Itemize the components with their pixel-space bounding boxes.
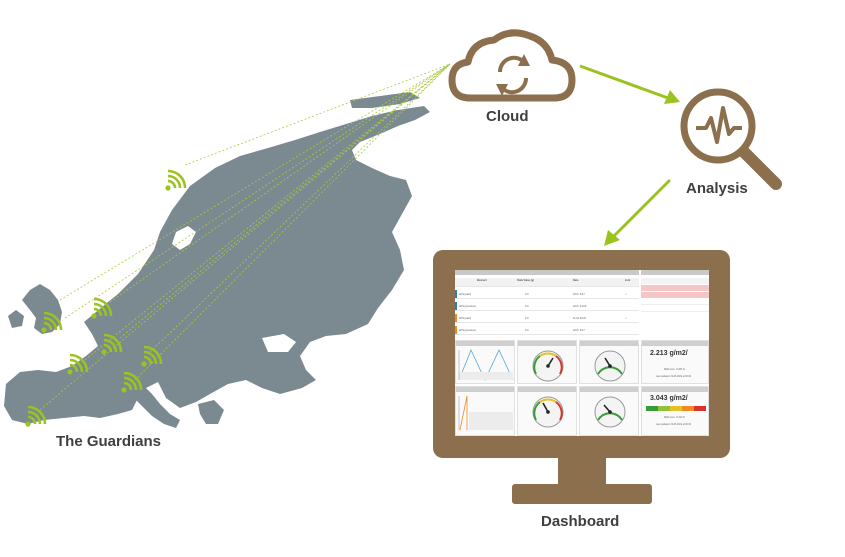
panel-title (518, 387, 576, 392)
line-chart (458, 348, 514, 381)
row-name: AFS (east) (459, 293, 471, 296)
row-name: AFS (previous) (459, 329, 476, 332)
alarm-panel-header (641, 270, 709, 275)
guardians-label: The Guardians (56, 433, 162, 450)
analysis-label: Analysis (686, 180, 748, 197)
panel-title (518, 341, 576, 346)
gauge (594, 350, 626, 382)
panel-title (642, 341, 708, 346)
row-name: AFS (previous) (459, 305, 476, 308)
col-header: Date (573, 279, 579, 282)
chart-panel (455, 340, 515, 384)
corrosion-panel: 2.213 g/m2/ Difference: -0.284 % Last up… (641, 340, 709, 384)
panel-title (580, 387, 638, 392)
alarm-item[interactable] (641, 278, 709, 284)
line-chart (458, 395, 513, 431)
table-panel-header (455, 270, 639, 275)
row-name: AFS (east) (459, 317, 471, 320)
dashboard-screen: Element Peak Value (g) Date Link AFS (ea… (455, 270, 709, 436)
row-color-bar (455, 290, 457, 298)
baltic-sea (172, 226, 196, 250)
table-row[interactable]: AFS (east) 2.0 11.01 23:10 ✓ (455, 314, 639, 323)
row-color-bar (455, 302, 457, 310)
panel-title (456, 341, 514, 346)
alarm-item[interactable] (641, 292, 709, 298)
europe-map (4, 92, 430, 428)
row-value: 3.0 (525, 305, 529, 308)
alarm-item[interactable] (641, 285, 709, 291)
dashboard-label: Dashboard (541, 513, 620, 530)
gauge (532, 396, 564, 428)
row-value: 2.0 (525, 317, 529, 320)
difference-text: Difference: -0.310 % (664, 417, 685, 419)
updated-text: Last updated: 22.06.2021 at 00:00 (656, 424, 691, 426)
row-date: 11.01 23:10 (573, 317, 587, 320)
panel-title (642, 387, 708, 392)
gauge-panel (517, 340, 577, 384)
sensor-links (39, 63, 451, 411)
gauge-panel (517, 386, 577, 436)
black-sea (262, 334, 296, 352)
chart-panel (455, 386, 515, 436)
row-link[interactable]: ✓ (625, 293, 628, 296)
magnifier-waveform-icon (680, 88, 782, 190)
gauge (594, 396, 626, 428)
cloud-label: Cloud (486, 108, 529, 125)
corrosion-value: 2.213 g/m2/ (650, 350, 688, 357)
flow-arrows (579, 64, 680, 246)
row-value: 3.0 (525, 293, 529, 296)
corrosion-scale (646, 406, 706, 411)
corrosion-panel: 3.043 g/m2/ Difference: -0.310 % Last up… (641, 386, 709, 436)
col-header: Peak Value (g) (517, 279, 534, 282)
row-date: 23.6 / 13.00 (573, 305, 587, 308)
row-link[interactable]: ✓ (625, 317, 628, 320)
panel-title (580, 341, 638, 346)
col-header: Element (477, 279, 487, 282)
table-row[interactable]: AFS (previous) 3.0 23.6 / 8.17 (455, 326, 639, 335)
alarm-item[interactable] (641, 299, 709, 305)
alarm-item[interactable] (641, 306, 709, 312)
table-row[interactable]: AFS (east) 3.0 23.6 / 8.17 ✓ (455, 290, 639, 299)
gauge (532, 350, 564, 382)
wireless-signal-icon (164, 169, 187, 192)
updated-text: Last updated: 22.06.2021 at 00:00 (656, 376, 691, 378)
table-header-row: Element Peak Value (g) Date Link (455, 278, 639, 287)
cloud-sync-icon (448, 29, 576, 102)
gauge-panel (579, 386, 639, 436)
col-header: Link (625, 279, 631, 282)
row-value: 3.0 (525, 329, 529, 332)
row-color-bar (455, 326, 457, 334)
difference-text: Difference: -0.284 % (664, 369, 685, 371)
row-date: 23.6 / 8.17 (573, 293, 585, 296)
panel-title (456, 387, 514, 392)
row-date: 23.6 / 8.17 (573, 329, 585, 332)
corrosion-value: 3.043 g/m2/ (650, 395, 688, 402)
table-row[interactable]: AFS (previous) 3.0 23.6 / 13.00 (455, 302, 639, 311)
row-color-bar (455, 314, 457, 322)
gauge-panel (579, 340, 639, 384)
